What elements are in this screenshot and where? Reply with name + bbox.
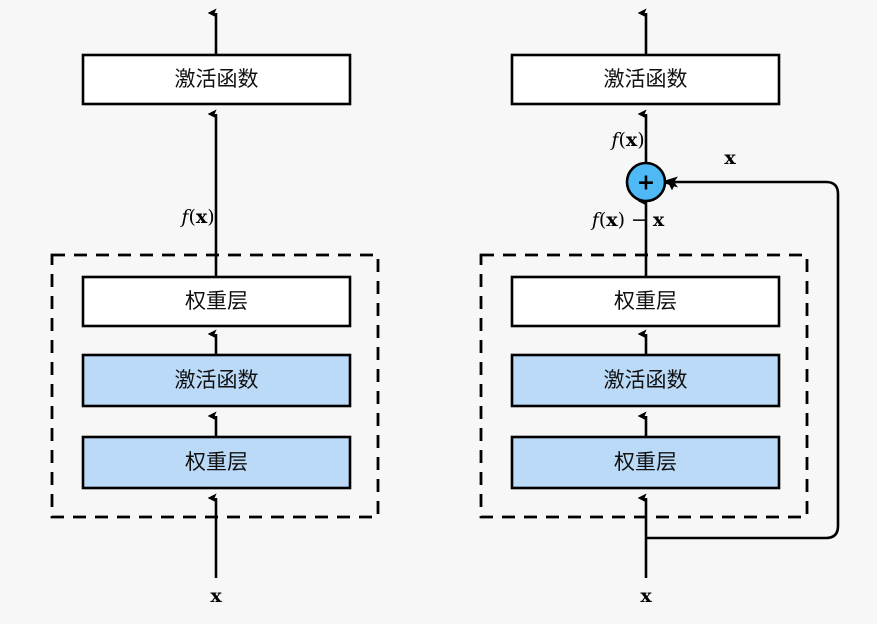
- label-f-of-x-left-paren-open: (: [188, 206, 195, 228]
- arrowhead-skip-into-sum: [660, 176, 678, 188]
- label-f-of-x-right-paren-open: (: [618, 129, 625, 151]
- box-weight-layer-bottom-right[interactable]: [510, 435, 781, 490]
- box-weight-layer-top-right-label: 权重层: [614, 289, 677, 313]
- box-weight-layer-bottom-left-label: 权重层: [185, 450, 248, 474]
- label-residual-paren-close: ): [618, 209, 625, 231]
- box-activation-inner-right[interactable]: [510, 353, 781, 408]
- label-f-of-x-left-x: x: [196, 206, 208, 228]
- box-activation-top-left[interactable]: [81, 53, 352, 106]
- label-f-of-x-left: f(x): [179, 206, 214, 228]
- box-activation-top-right-label: 激活函数: [604, 67, 688, 91]
- dashed-group-boundary-right: [479, 253, 809, 519]
- label-residual-minus: −: [631, 209, 647, 231]
- label-f-of-x-right: f(x): [609, 129, 644, 151]
- label-f-of-x-right-paren-close: ): [637, 129, 644, 151]
- label-input-x-right: x: [640, 585, 652, 607]
- box-weight-layer-top-left-label: 权重层: [185, 289, 248, 313]
- box-weight-layer-bottom-left[interactable]: [81, 435, 352, 490]
- box-weight-layer-bottom-right-label: 权重层: [614, 450, 677, 474]
- box-weight-layer-top-right[interactable]: [510, 275, 781, 328]
- label-f-of-x-minus-x: f(x)−x: [590, 209, 665, 231]
- label-f-of-x-left-paren-close: ): [207, 206, 214, 228]
- panel-plain-block: 权重层 激活函数 权重层 f(x) 激活函数 x: [50, 8, 380, 607]
- sum-node-plus-icon: +: [637, 171, 655, 196]
- label-f-of-x-left-f: f: [179, 206, 191, 228]
- label-residual-x: x: [606, 209, 618, 231]
- label-skip-x: x: [724, 147, 736, 169]
- label-residual-minus-x: x: [653, 209, 665, 231]
- panel-residual-block: 权重层 激活函数 权重层 f(x)−x + x: [479, 8, 840, 607]
- label-residual-f: f: [590, 209, 602, 231]
- label-f-of-x-right-x: x: [626, 129, 638, 151]
- label-input-x-left: x: [210, 585, 222, 607]
- box-activation-inner-left-label: 激活函数: [175, 368, 259, 392]
- box-activation-inner-right-label: 激活函数: [604, 368, 688, 392]
- label-residual-paren-open: (: [599, 209, 606, 231]
- connector-skip-identity: [646, 180, 840, 540]
- label-f-of-x-right-f: f: [609, 129, 621, 151]
- box-activation-top-left-label: 激活函数: [175, 67, 259, 91]
